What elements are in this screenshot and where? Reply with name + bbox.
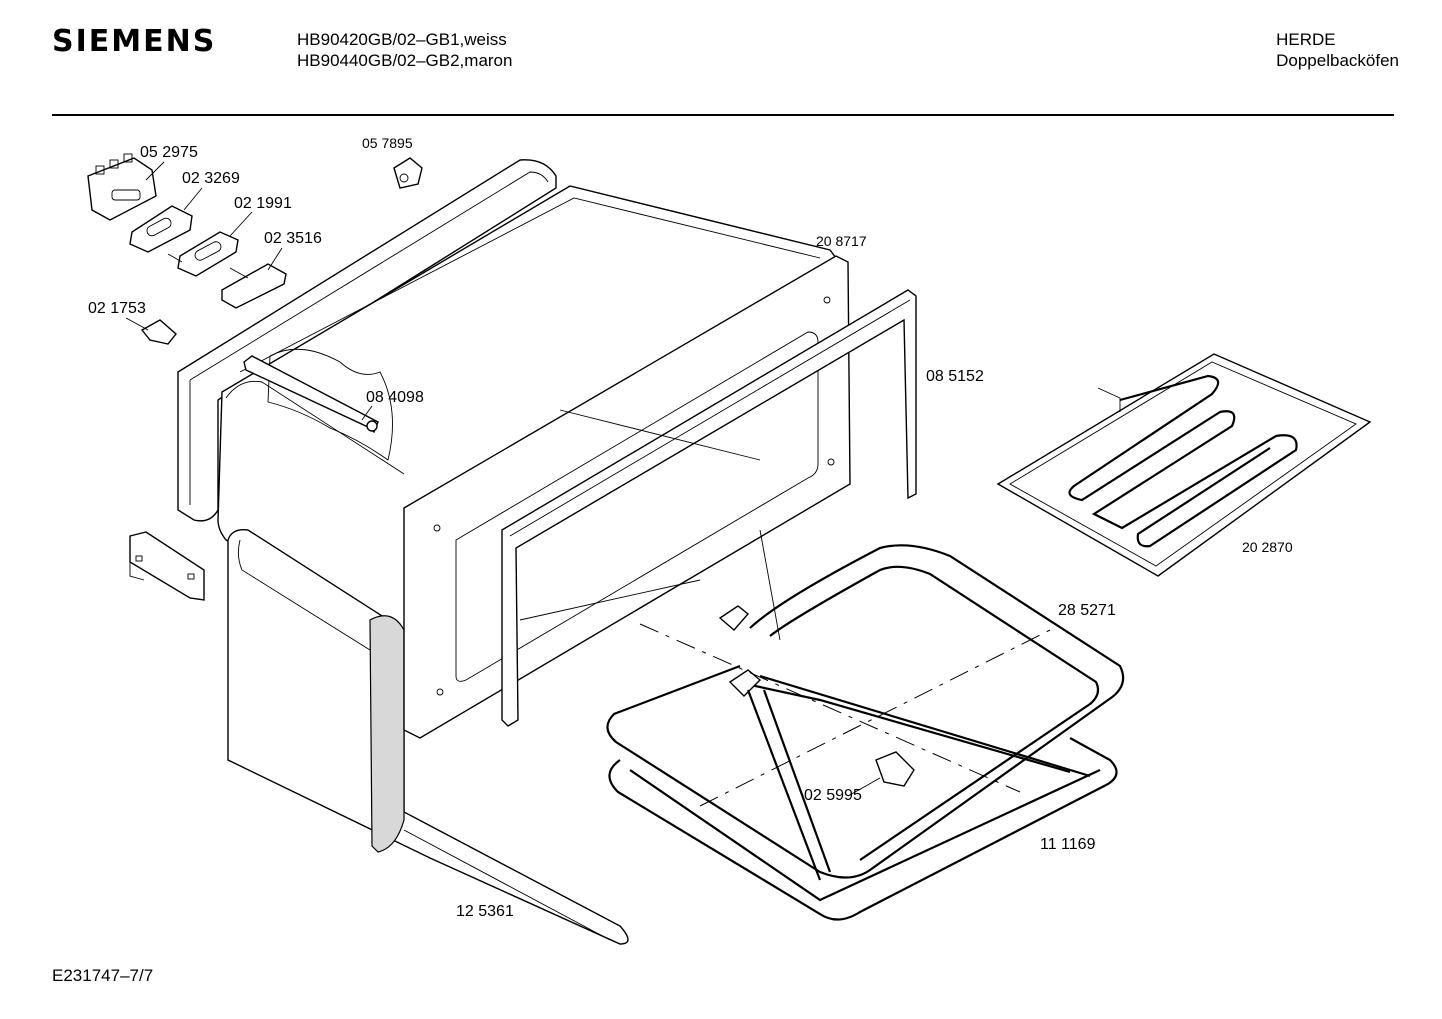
door-seal-085152 xyxy=(501,289,917,727)
clip-021753 xyxy=(140,319,177,345)
switch-052975 xyxy=(87,153,157,221)
oven-cavity-lines xyxy=(519,409,781,641)
category-line-2: Doppelbacköfen xyxy=(1276,51,1399,70)
part-label-125361: 12 5361 xyxy=(456,903,514,920)
brand-logo: SIEMENS xyxy=(52,24,217,59)
plate-021991 xyxy=(167,231,239,277)
thermostat-057895 xyxy=(393,157,423,189)
leader-lines xyxy=(125,161,881,797)
part-label-023516: 02 3516 xyxy=(264,230,322,247)
lamp-023516 xyxy=(221,263,287,309)
oven-body-lower xyxy=(227,529,629,945)
part-label-202870: 20 2870 xyxy=(1242,539,1293,555)
part-label-085152: 08 5152 xyxy=(926,368,984,385)
part-label-111169: 11 1169 xyxy=(1040,836,1096,853)
category-line-1: HERDE xyxy=(1276,30,1336,49)
oven-body-upper xyxy=(217,185,838,642)
part-label-084098: 08 4098 xyxy=(366,389,424,406)
side-bracket xyxy=(129,531,205,601)
part-label-021991: 02 1991 xyxy=(234,195,292,212)
drawing-id: E231747–7/7 xyxy=(52,966,154,985)
oven-housing-back xyxy=(177,159,557,522)
part-label-023269: 02 3269 xyxy=(182,170,240,187)
part-label-057895: 05 7895 xyxy=(362,135,413,151)
part-label-021753: 02 1753 xyxy=(88,300,146,317)
gasket-023269 xyxy=(129,205,193,253)
part-label-025995: 02 5995 xyxy=(804,787,862,804)
model-list: HB90420GB/02–GB1,weiss HB90440GB/02–GB2,… xyxy=(297,29,512,71)
assembly-axis-lines xyxy=(639,623,1051,807)
part-label-285271: 28 5271 xyxy=(1058,602,1116,619)
top-heater-202870 xyxy=(996,353,1372,577)
bottom-heater-285271 xyxy=(606,544,1125,879)
part-label-208717: 20 8717 xyxy=(816,233,867,249)
part-label-052975: 05 2975 xyxy=(140,144,198,161)
header-divider xyxy=(52,114,1394,116)
model-line-2: HB90440GB/02–GB2,maron xyxy=(297,51,513,70)
grill-element-111169 xyxy=(608,689,1118,921)
model-line-1: HB90420GB/02–GB1,weiss xyxy=(297,30,507,49)
part-labels: 05 2975 05 7895 02 3269 02 1991 02 3516 … xyxy=(88,135,1293,920)
rod-084098 xyxy=(243,355,379,434)
product-category: HERDE Doppelbacköfen xyxy=(1276,29,1399,71)
